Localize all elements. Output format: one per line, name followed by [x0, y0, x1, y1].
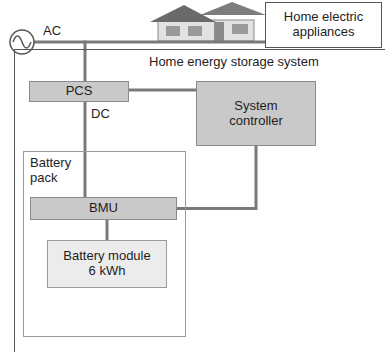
node-text: Battery pack	[30, 156, 78, 186]
node-text: System controller	[215, 99, 297, 129]
ac-wire	[34, 41, 86, 44]
system-boundary: Home energy storage systemPCS System cont…	[14, 49, 385, 352]
house-wall	[158, 20, 254, 41]
power-line	[129, 89, 196, 92]
node-text: PCS	[66, 84, 93, 99]
pack-boundary: Battery packBMU Battery module6 kWh	[23, 151, 186, 337]
node-text: Battery module	[63, 249, 150, 264]
node-text: BMU	[89, 201, 118, 216]
power-line	[177, 146, 256, 209]
house-roof	[200, 2, 266, 15]
sine-symbol	[13, 36, 31, 48]
house-window	[166, 26, 180, 36]
house-window	[232, 24, 248, 34]
node-text: Home electric appliances	[271, 10, 376, 40]
signal-label: AC	[42, 24, 62, 39]
house-illustration	[150, 2, 266, 41]
edge-label: DC	[90, 107, 111, 122]
process-box: System controller	[196, 81, 316, 146]
power-line	[84, 102, 87, 197]
node-text: Home energy storage system	[149, 55, 319, 70]
power-line	[106, 220, 109, 240]
node-text: 6 kWh	[89, 264, 126, 279]
appliance-box: Home electric appliances	[265, 2, 382, 48]
process-box: BMU	[30, 197, 177, 220]
module-box: Battery module6 kWh	[47, 240, 167, 288]
house-door	[214, 22, 224, 41]
process-box: PCS	[29, 81, 129, 102]
house-window	[188, 26, 202, 36]
